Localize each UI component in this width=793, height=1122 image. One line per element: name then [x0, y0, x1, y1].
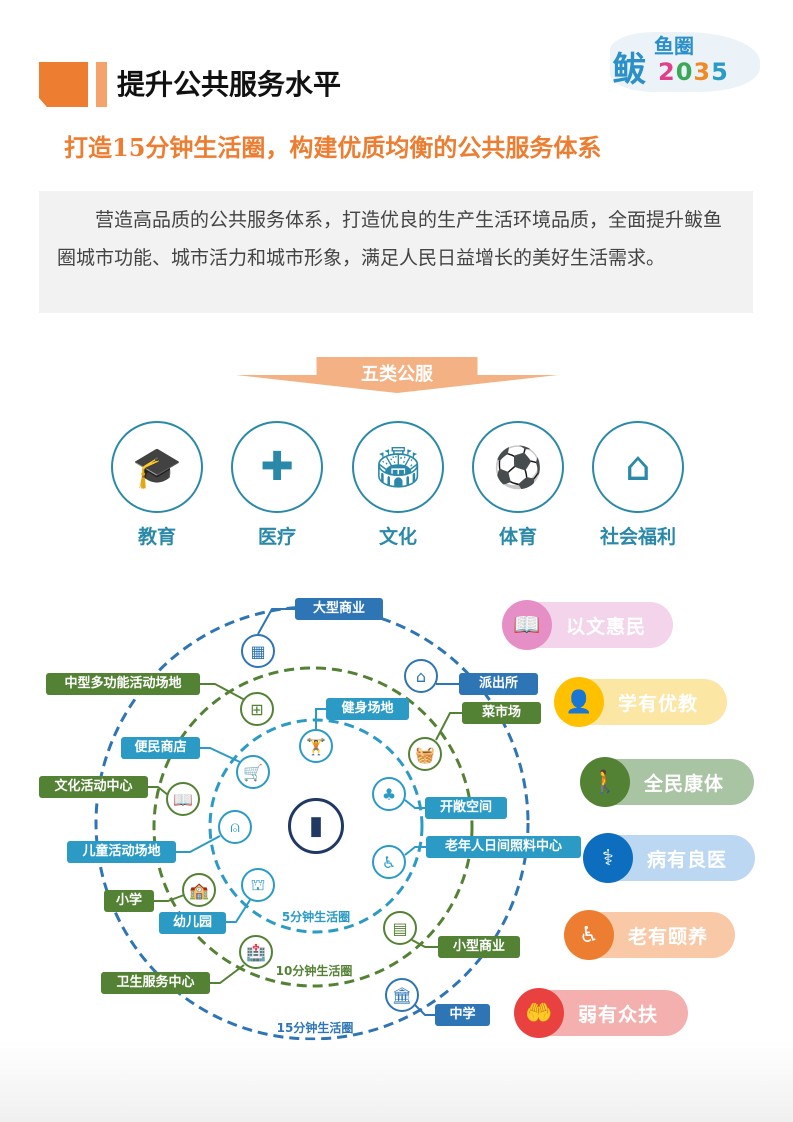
- category-label: 教育: [137, 526, 176, 548]
- page-title: 提升公共服务水平: [117, 68, 342, 101]
- primary-school-icon: 🏫: [182, 873, 216, 907]
- label-culture-center: 文化活动中心: [39, 776, 148, 798]
- kindergarten-icon: ⛫: [241, 868, 275, 902]
- trees-icon: ♣: [372, 777, 406, 811]
- ring-10min: [152, 666, 474, 988]
- intro-text: 营造高品质的公共服务体系，打造优良的生产生活环境品质，全面提升鲅鱼圈城市功能、城…: [57, 209, 723, 269]
- label-small-commerce: 小型商业: [438, 936, 520, 958]
- goal-welfare: 🤲弱有众扶: [514, 988, 688, 1038]
- label-shop: 便民商店: [121, 737, 200, 759]
- category-label: 医疗: [257, 526, 296, 548]
- category-label: 文化: [378, 526, 417, 548]
- person-icon: 🚶: [580, 757, 630, 807]
- teacher-podium-icon: 👤: [554, 677, 604, 727]
- police-station-icon: ⌂: [404, 659, 438, 693]
- background-skyline: [0, 1040, 793, 1122]
- label-police: 派出所: [459, 673, 538, 695]
- book-icon: 📖: [166, 782, 200, 816]
- subtitle: 打造15分钟生活圈，构建优质均衡的公共服务体系: [64, 133, 602, 162]
- book-icon: 📖: [502, 600, 552, 650]
- goal-culture: 📖以文惠民: [502, 600, 673, 650]
- helping-hands-icon: 🤲: [514, 988, 564, 1038]
- category-label: 体育: [498, 526, 537, 548]
- label-fitness: 健身场地: [326, 698, 409, 720]
- header-accent-block: [39, 62, 88, 107]
- first-aid-kit-icon: ✚: [231, 421, 323, 513]
- activity-court-icon: ⊞: [240, 692, 274, 726]
- elderly-icon: ♿: [372, 845, 406, 879]
- goal-education: 👤学有优教: [554, 677, 727, 727]
- label-primary: 小学: [104, 890, 154, 912]
- health-center-icon: 🏥: [239, 935, 273, 969]
- intro-box: 营造高品质的公共服务体系，打造优良的生产生活环境品质，全面提升鲅鱼圈城市功能、城…: [39, 191, 753, 313]
- label-elderly: 老年人日间照料中心: [426, 836, 581, 858]
- market-basket-icon: 🧺: [408, 737, 442, 771]
- logo: 鲅 鱼圈 2035: [600, 22, 770, 102]
- label-mid-activity: 中型多功能活动场地: [46, 673, 200, 695]
- stadium-icon: 🏟: [352, 421, 444, 513]
- swing-icon: ⍝: [218, 810, 252, 844]
- fitness-icon: 🏋: [299, 729, 333, 763]
- ring-label-10min: 10分钟生活圈: [275, 964, 353, 978]
- small-shop-icon: ▤: [383, 911, 417, 945]
- middle-school-icon: 🏛: [385, 978, 419, 1012]
- ring-label-5min: 5分钟生活圈: [281, 910, 351, 924]
- goal-fitness: 🚶全民康体: [580, 757, 754, 807]
- goal-elderly: ♿老有颐养: [564, 910, 735, 960]
- doctor-icon: ⚕: [583, 833, 633, 883]
- label-market: 菜市场: [462, 702, 541, 724]
- shopping-cart-icon: 🛒: [236, 755, 270, 789]
- goal-medical: ⚕病有良医: [583, 833, 755, 883]
- center-building-icon: ▮: [288, 798, 344, 854]
- label-health: 卫生服务中心: [101, 972, 210, 994]
- graduation-book-icon: 🎓: [111, 421, 203, 513]
- large-commerce-icon: ▦: [241, 634, 275, 668]
- label-large-commerce: 大型商业: [295, 598, 383, 620]
- label-open-space: 开敞空间: [425, 797, 507, 819]
- banner-label: 五类公服: [361, 364, 433, 385]
- ring-label-15min: 15分钟生活圈: [276, 1021, 354, 1035]
- football-player-icon: ⚽: [472, 421, 564, 513]
- hands-house-icon: ⌂: [592, 421, 684, 513]
- elderly-icon: ♿: [564, 910, 614, 960]
- category-label: 社会福利: [599, 526, 676, 548]
- label-kindergarten: 幼儿园: [159, 912, 226, 934]
- label-children: 儿童活动场地: [67, 841, 176, 863]
- header-accent-bar: [96, 62, 107, 107]
- label-middle: 中学: [435, 1004, 490, 1026]
